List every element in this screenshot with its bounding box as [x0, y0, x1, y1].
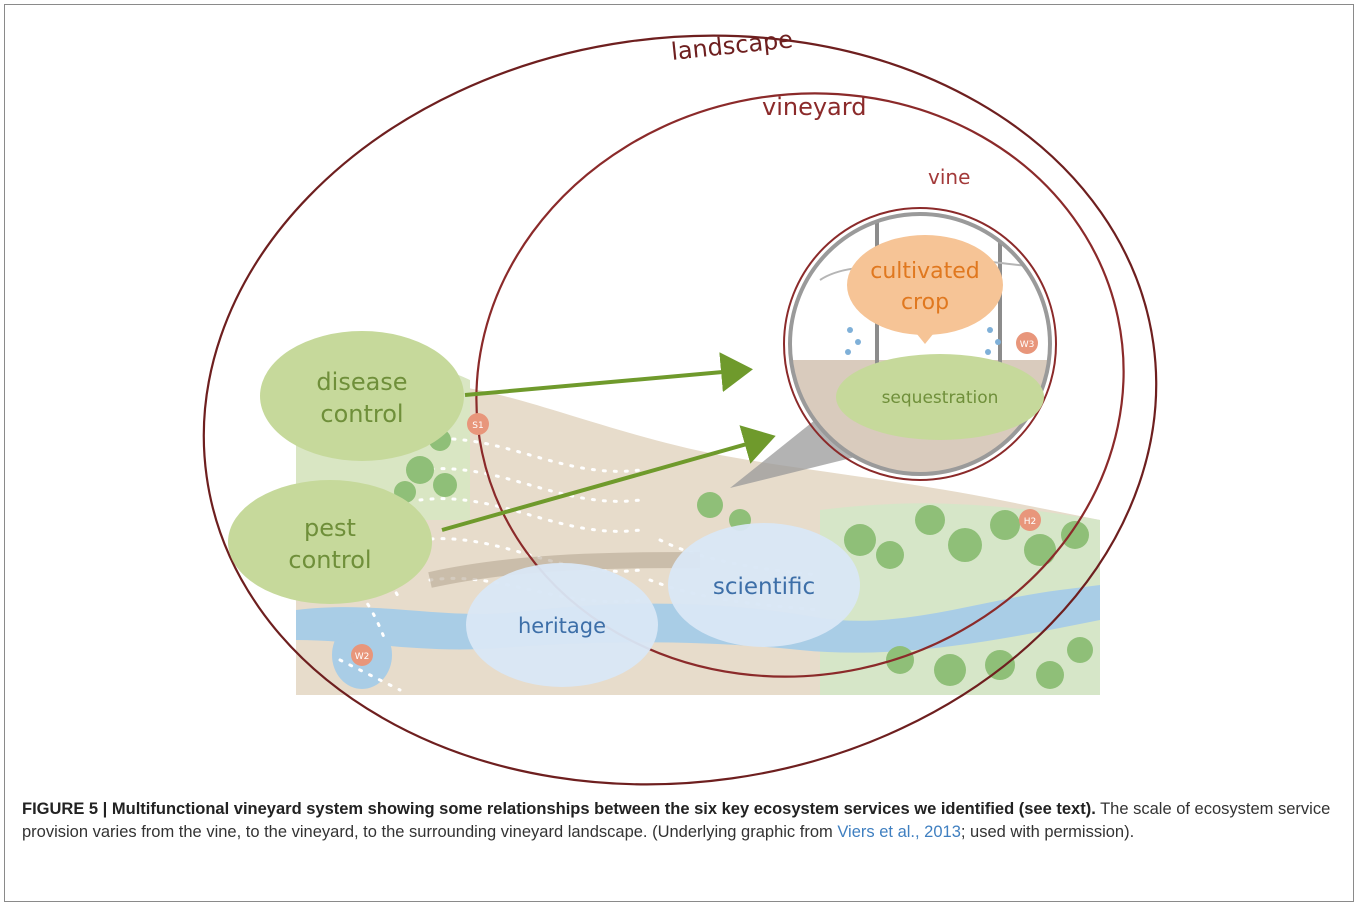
- sequestration-label: sequestration: [882, 388, 999, 408]
- caption-citation-link[interactable]: Viers et al., 2013: [837, 823, 961, 841]
- landscape-ring: [202, 34, 1158, 786]
- vineyard-diagram: landscape vineyard vine disease control …: [202, 25, 1158, 786]
- disease-control-service: disease control: [260, 331, 464, 461]
- marker-w2: W2: [351, 644, 373, 666]
- marker-s1: S1: [467, 413, 489, 435]
- svg-text:W2: W2: [355, 652, 370, 662]
- heritage-service: heritage: [466, 563, 658, 687]
- marker-h2: H2: [1019, 509, 1041, 531]
- vineyard-ring: [475, 92, 1125, 678]
- disease-control-arrow: [464, 352, 753, 397]
- vine-label: vine: [928, 165, 970, 189]
- cultivated-crop-service: cultivated crop: [847, 235, 1003, 344]
- heritage-label: heritage: [518, 614, 606, 638]
- svg-text:H2: H2: [1024, 517, 1037, 527]
- disease-control-line2: control: [320, 400, 403, 428]
- cultivated-crop-line2: crop: [901, 290, 949, 315]
- vineyard-label: vineyard: [762, 93, 866, 121]
- cultivated-crop-line1: cultivated: [870, 259, 980, 284]
- caption-text-end: ; used with permission).: [960, 823, 1135, 841]
- svg-text:S1: S1: [472, 421, 483, 431]
- figure-caption: FIGURE 5 | Multifunctional vineyard syst…: [22, 798, 1332, 844]
- landscape-label: landscape: [670, 25, 794, 66]
- caption-title: FIGURE 5 | Multifunctional vineyard syst…: [22, 800, 1096, 818]
- marker-w3: W3: [1016, 332, 1038, 354]
- pest-control-line2: control: [288, 546, 371, 574]
- pest-control-line1: pest: [304, 514, 356, 542]
- disease-control-line1: disease: [316, 368, 407, 396]
- pest-control-arrow: [441, 425, 776, 532]
- caption-text: The scale of ecosystem service provision…: [22, 800, 1331, 841]
- svg-text:W3: W3: [1020, 340, 1035, 350]
- scientific-label: scientific: [713, 574, 815, 600]
- sequestration-service: sequestration: [836, 354, 1044, 440]
- scientific-service: scientific: [668, 523, 860, 647]
- pest-control-service: pest control: [228, 480, 432, 604]
